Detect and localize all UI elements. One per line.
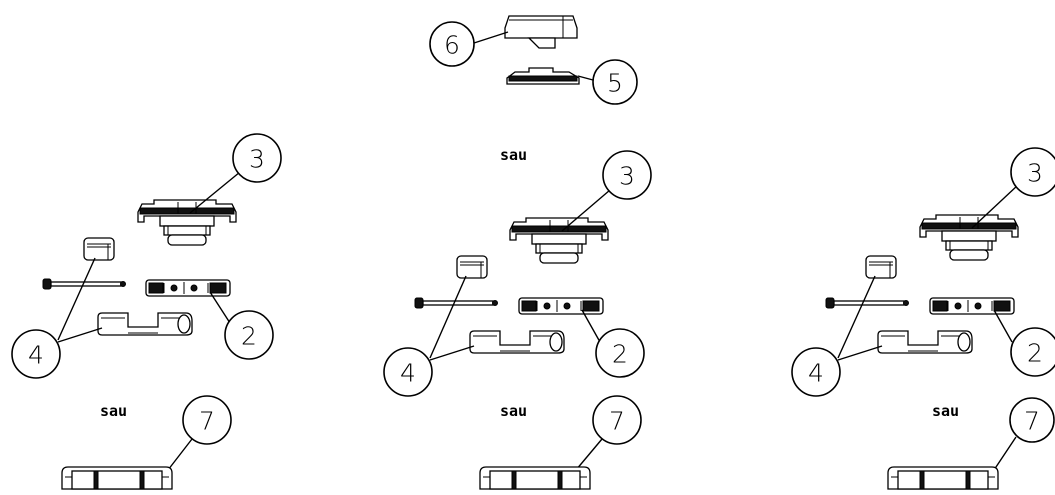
- left-callout-2-label: 2: [241, 322, 257, 351]
- right-leader-4a: [837, 275, 876, 359]
- mid-callout-7: 7: [592, 395, 642, 445]
- mid-part-4-cylinder: [456, 255, 488, 279]
- right-pin: [825, 297, 910, 309]
- note-right-bottom: sau: [932, 402, 959, 420]
- right-part-4-cylinder: [865, 255, 897, 279]
- left-leader-3: [189, 171, 241, 214]
- mid-leader-2: [581, 309, 601, 343]
- mid-part-3: [509, 217, 609, 264]
- right-callout-4: 4: [791, 347, 841, 397]
- left-part-2: [145, 279, 231, 297]
- mid-callout-7-label: 7: [609, 407, 625, 436]
- mid-callout-2-label: 2: [612, 340, 628, 369]
- note-left-bottom: sau: [100, 402, 127, 420]
- callout-5-label: 5: [607, 69, 623, 98]
- mid-leader-4a: [429, 275, 467, 359]
- left-callout-3-label: 3: [249, 145, 265, 174]
- left-leader-7: [167, 438, 193, 471]
- mid-part-2: [518, 297, 604, 315]
- right-leader-3: [971, 184, 1019, 229]
- left-callout-7-label: 7: [199, 407, 215, 436]
- right-callout-7-label: 7: [1024, 407, 1040, 436]
- right-part-7: [887, 466, 999, 490]
- mid-callout-4-label: 4: [400, 359, 416, 388]
- part-5-drawing: [506, 67, 580, 85]
- right-callout-4-label: 4: [808, 359, 824, 388]
- mid-callout-4: 4: [383, 347, 433, 397]
- left-leader-2: [209, 291, 231, 324]
- left-part-3: [137, 199, 237, 246]
- left-callout-4: 4: [11, 329, 61, 379]
- left-part-4-cylinder: [83, 237, 115, 261]
- mid-leader-4b: [429, 345, 475, 361]
- right-callout-2: 2: [1010, 327, 1055, 377]
- part-6-drawing: [504, 15, 578, 49]
- mid-part-7: [479, 466, 591, 490]
- callout-6-label: 6: [444, 31, 460, 60]
- right-callout-2-label: 2: [1027, 339, 1043, 368]
- left-callout-7: 7: [182, 395, 232, 445]
- mid-callout-2: 2: [595, 328, 645, 378]
- left-part-4-hinge: [97, 312, 193, 336]
- leader-line-5: [577, 75, 594, 81]
- left-part-7: [61, 466, 173, 490]
- left-leader-4b: [57, 327, 103, 343]
- right-leader-7: [993, 436, 1017, 471]
- note-top-mid: sau: [500, 146, 527, 164]
- right-leader-4b: [837, 345, 883, 361]
- callout-6: 6: [429, 21, 475, 67]
- left-callout-3: 3: [232, 133, 282, 183]
- callout-5: 5: [592, 59, 638, 105]
- mid-callout-3: 3: [602, 150, 652, 200]
- mid-leader-7: [575, 438, 603, 471]
- right-callout-3-label: 3: [1027, 159, 1043, 188]
- right-leader-2: [993, 309, 1013, 343]
- mid-leader-3: [561, 189, 611, 232]
- left-callout-2: 2: [224, 310, 274, 360]
- right-part-4-hinge: [877, 330, 973, 354]
- left-callout-4-label: 4: [28, 341, 44, 370]
- mid-part-4-hinge: [469, 330, 565, 354]
- right-callout-3: 3: [1010, 147, 1055, 197]
- left-leader-4a: [57, 257, 96, 341]
- note-mid-bottom: sau: [500, 402, 527, 420]
- leader-line-6: [473, 31, 509, 44]
- mid-callout-3-label: 3: [619, 162, 635, 191]
- right-part-3: [919, 214, 1019, 261]
- right-callout-7: 7: [1009, 397, 1055, 443]
- right-part-2: [929, 297, 1015, 315]
